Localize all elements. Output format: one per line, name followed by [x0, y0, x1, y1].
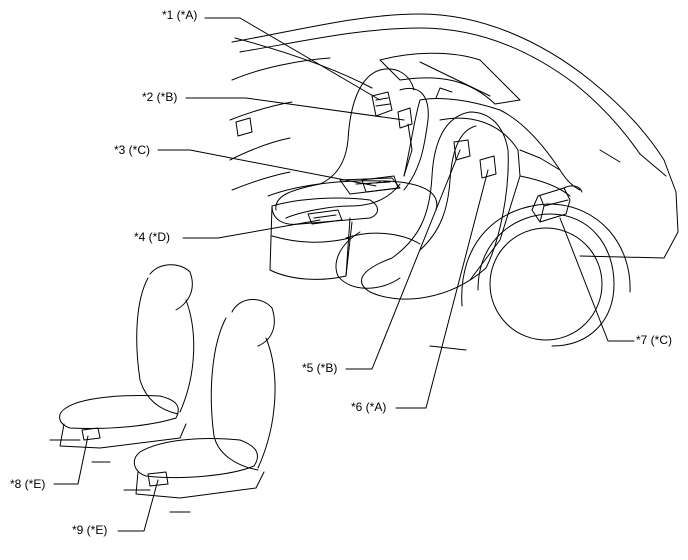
front-right-seat: [123, 299, 276, 513]
callout-2-label: *2 (*B): [142, 90, 178, 104]
leader-lines: [53, 17, 635, 532]
callout-6-label: *6 (*A): [351, 400, 387, 414]
component-1-module: [371, 91, 393, 117]
callout-8-label: *8 (*E): [10, 477, 46, 491]
callout-3-label: *3 (*C): [114, 143, 151, 157]
leader-1: [204, 17, 381, 101]
leader-6: [395, 169, 489, 409]
component-3-switch-panel: [361, 175, 399, 193]
leader-7: [559, 217, 635, 342]
callout-4-label: *4 (*D): [134, 230, 171, 244]
leader-3: [157, 149, 377, 187]
component-5-module: [453, 139, 471, 161]
vehicle-body: [229, 13, 679, 259]
component-7-ecu: [531, 185, 583, 223]
leader-5: [345, 149, 461, 370]
rear-wheel: [429, 203, 631, 351]
component-6-module: [479, 155, 497, 179]
callout-1-label: *1 (*A): [162, 8, 198, 22]
callout-7-label: *7 (*C): [636, 333, 673, 347]
rear-right-seat: [335, 111, 509, 300]
wiring-harness: [285, 87, 581, 219]
callout-5-label: *5 (*B): [302, 361, 338, 375]
leader-9: [117, 479, 159, 532]
rear-armrest-console: [269, 177, 401, 280]
front-left-seat: [49, 264, 195, 463]
callout-9-label: *9 (*E): [72, 523, 108, 537]
component-2-module: [397, 107, 413, 129]
leader-2: [185, 97, 405, 121]
leader-8: [53, 435, 89, 485]
leader-4: [182, 219, 321, 239]
component-4-switch-panel: [307, 209, 343, 225]
